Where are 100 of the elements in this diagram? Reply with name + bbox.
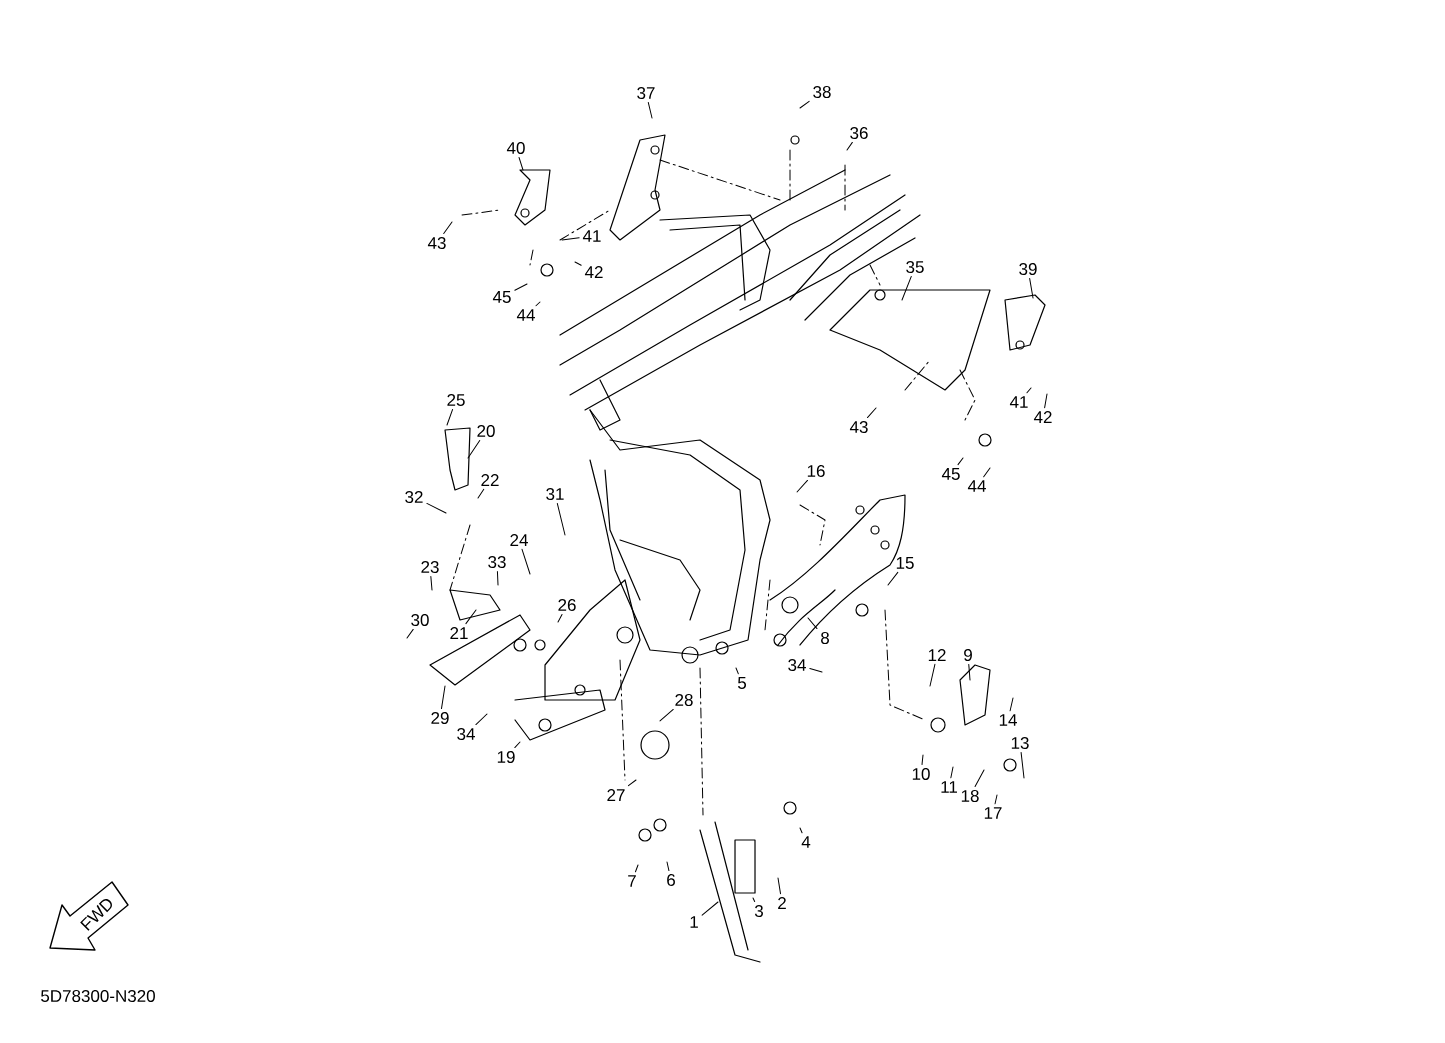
callout-number: 41 bbox=[582, 230, 601, 242]
callout-number: 1 bbox=[690, 916, 698, 928]
leader-line bbox=[430, 575, 433, 591]
leader-line bbox=[983, 467, 991, 478]
leader-line bbox=[809, 668, 823, 673]
leader-line bbox=[535, 301, 541, 307]
leader-line bbox=[557, 613, 563, 623]
leader-line bbox=[518, 156, 524, 171]
leader-line bbox=[994, 794, 998, 805]
callout-number: 21 bbox=[450, 627, 468, 639]
callout-number: 36 bbox=[850, 127, 868, 139]
callout-number: 42 bbox=[584, 266, 603, 278]
leader-line bbox=[921, 754, 924, 766]
callout-number: 22 bbox=[481, 474, 499, 486]
leader-line bbox=[635, 864, 639, 873]
callout-number: 43 bbox=[427, 237, 446, 249]
callout-number: 12 bbox=[928, 649, 946, 661]
leader-line bbox=[777, 877, 781, 895]
leader-line bbox=[1044, 393, 1048, 409]
callout-number: 30 bbox=[411, 614, 429, 626]
callout-number: 43 bbox=[849, 421, 868, 433]
leader-line bbox=[496, 570, 499, 586]
callout-number: 20 bbox=[477, 425, 495, 437]
callout-number: 23 bbox=[421, 561, 439, 573]
leader-line bbox=[647, 101, 653, 119]
leader-line bbox=[1009, 697, 1014, 712]
leader-line bbox=[561, 237, 580, 241]
leader-line bbox=[426, 502, 447, 514]
callout-number: 9 bbox=[964, 649, 972, 661]
leader-line bbox=[735, 667, 739, 675]
leader-line bbox=[796, 479, 808, 493]
leader-line bbox=[846, 141, 853, 151]
leader-line bbox=[659, 708, 674, 722]
callout-number: 4 bbox=[801, 836, 811, 848]
leader-line bbox=[901, 275, 912, 301]
leader-line bbox=[807, 617, 818, 630]
callout-number: 28 bbox=[675, 694, 693, 706]
leader-line bbox=[701, 901, 719, 916]
leader-line bbox=[957, 457, 964, 466]
callout-number: 39 bbox=[1019, 263, 1037, 275]
callout-number: 40 bbox=[506, 142, 525, 154]
callout-number: 25 bbox=[447, 394, 465, 406]
callout-number: 31 bbox=[546, 488, 564, 500]
callout-number: 24 bbox=[510, 534, 528, 546]
drawing-number: 5D78300-N320 bbox=[41, 990, 155, 1002]
leader-line bbox=[1020, 751, 1025, 779]
leader-line bbox=[441, 685, 446, 710]
callout-number: 45 bbox=[492, 291, 511, 303]
leader-line bbox=[477, 488, 485, 499]
callout-number: 45 bbox=[941, 468, 960, 480]
leader-line bbox=[627, 779, 637, 787]
callout-number: 19 bbox=[497, 751, 515, 763]
leader-line bbox=[799, 100, 810, 109]
leader-line bbox=[799, 827, 803, 834]
callout-number: 11 bbox=[941, 781, 957, 793]
callout-number: 41 bbox=[1009, 396, 1028, 408]
callout-number: 18 bbox=[961, 790, 979, 802]
leader-line bbox=[465, 609, 477, 625]
callout-number: 35 bbox=[906, 261, 924, 273]
callout-number: 37 bbox=[637, 87, 655, 99]
callout-number: 26 bbox=[558, 599, 576, 611]
leader-line bbox=[974, 769, 985, 788]
leader-line bbox=[1029, 277, 1034, 299]
callout-number: 32 bbox=[405, 491, 423, 503]
callout-number: 38 bbox=[813, 86, 831, 98]
callout-number: 34 bbox=[788, 659, 806, 671]
callout-number: 17 bbox=[984, 807, 1002, 819]
leader-line bbox=[950, 766, 954, 779]
leader-line bbox=[443, 221, 453, 235]
leader-line bbox=[521, 548, 531, 575]
callout-number: 13 bbox=[1011, 737, 1029, 749]
leader-line bbox=[1026, 387, 1032, 394]
callout-number: 29 bbox=[431, 712, 449, 724]
callout-number: 14 bbox=[999, 714, 1017, 726]
leader-line bbox=[514, 741, 521, 749]
leader-line bbox=[406, 628, 414, 639]
callout-number: 15 bbox=[896, 557, 914, 569]
leader-line bbox=[968, 663, 971, 681]
callout-number: 10 bbox=[912, 768, 930, 780]
callout-number: 8 bbox=[821, 632, 829, 644]
callout-number: 42 bbox=[1033, 411, 1052, 423]
callout-number: 3 bbox=[754, 905, 763, 917]
leader-line bbox=[866, 407, 877, 419]
callout-number: 34 bbox=[457, 728, 475, 740]
leader-line bbox=[752, 897, 756, 903]
leader-line bbox=[929, 663, 936, 687]
callout-number: 44 bbox=[967, 480, 986, 492]
callout-number: 27 bbox=[607, 789, 625, 801]
callout-number: 44 bbox=[516, 309, 535, 321]
callout-number: 33 bbox=[488, 556, 506, 568]
leader-line bbox=[574, 261, 582, 266]
leader-line bbox=[666, 861, 670, 872]
leader-line bbox=[887, 571, 899, 586]
leader-line bbox=[475, 713, 488, 726]
callout-number: 6 bbox=[667, 874, 675, 886]
callout-number: 16 bbox=[807, 465, 825, 477]
leader-line bbox=[467, 439, 481, 459]
callout-number: 2 bbox=[778, 897, 786, 909]
leader-line bbox=[446, 408, 454, 426]
callout-number: 7 bbox=[628, 875, 636, 887]
